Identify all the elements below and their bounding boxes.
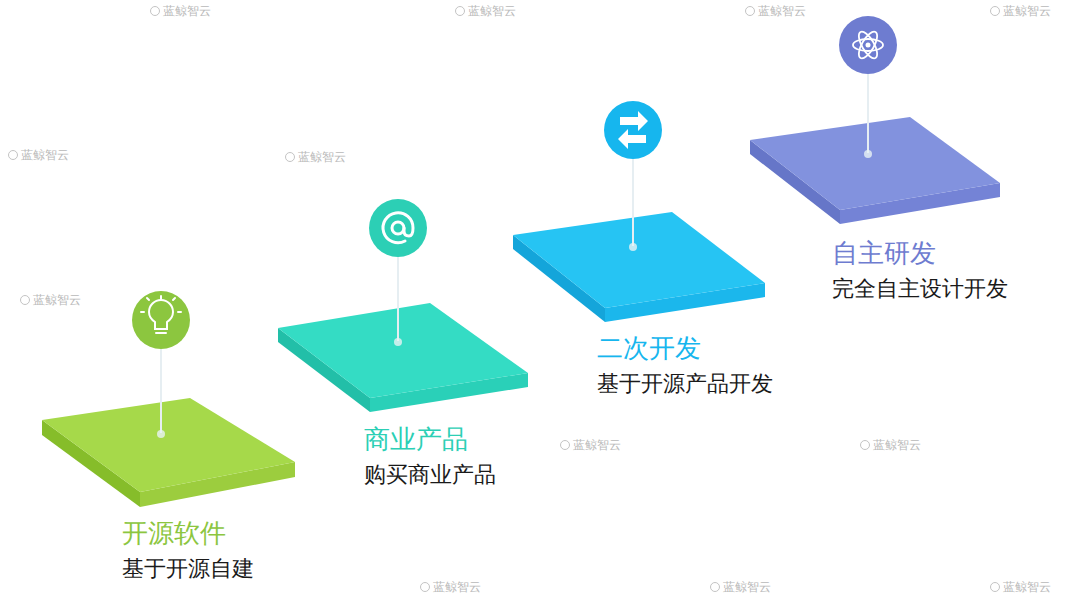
watermark-logo bbox=[745, 6, 755, 16]
watermark: 蓝鲸智云 bbox=[8, 148, 69, 162]
watermark-text: 蓝鲸智云 bbox=[33, 293, 81, 307]
platform bbox=[42, 398, 295, 507]
platform-step: 二次开发基于开源产品开发 bbox=[597, 333, 773, 399]
watermark: 蓝鲸智云 bbox=[150, 4, 211, 18]
watermark-text: 蓝鲸智云 bbox=[758, 4, 806, 18]
exchange-icon bbox=[604, 101, 662, 159]
anchor-dot bbox=[157, 150, 872, 438]
step-description: 基于开源产品开发 bbox=[597, 370, 773, 399]
watermark-logo bbox=[420, 582, 430, 592]
watermark-logo bbox=[560, 440, 570, 450]
watermark-text: 蓝鲸智云 bbox=[723, 580, 771, 594]
watermark: 蓝鲸智云 bbox=[560, 438, 621, 452]
step-title: 开源软件 bbox=[122, 518, 254, 549]
watermark: 蓝鲸智云 bbox=[990, 580, 1051, 594]
step-title: 二次开发 bbox=[597, 333, 773, 364]
watermark: 蓝鲸智云 bbox=[860, 438, 921, 452]
watermark-logo bbox=[710, 582, 720, 592]
at-icon bbox=[369, 199, 427, 257]
bulb-icon bbox=[132, 291, 190, 349]
platform bbox=[513, 212, 765, 322]
platform-step: 自主研发完全自主设计开发 bbox=[832, 238, 1008, 304]
watermark-text: 蓝鲸智云 bbox=[468, 4, 516, 18]
watermark: 蓝鲸智云 bbox=[710, 580, 771, 594]
watermark-text: 蓝鲸智云 bbox=[873, 438, 921, 452]
watermark-text: 蓝鲸智云 bbox=[21, 148, 69, 162]
platform-step: 开源软件基于开源自建 bbox=[122, 518, 254, 584]
watermark-text: 蓝鲸智云 bbox=[298, 150, 346, 164]
step-description: 完全自主设计开发 bbox=[832, 275, 1008, 304]
watermark-text: 蓝鲸智云 bbox=[433, 580, 481, 594]
watermark: 蓝鲸智云 bbox=[745, 4, 806, 18]
leader-line bbox=[161, 74, 868, 433]
watermark: 蓝鲸智云 bbox=[20, 293, 81, 307]
watermark-logo bbox=[285, 152, 295, 162]
watermark-logo bbox=[8, 150, 18, 160]
platform bbox=[750, 117, 1000, 224]
platform bbox=[278, 303, 528, 412]
watermark-logo bbox=[150, 6, 160, 16]
step-title: 自主研发 bbox=[832, 238, 1008, 269]
step-description: 基于开源自建 bbox=[122, 555, 254, 584]
watermark-logo bbox=[860, 440, 870, 450]
watermark-logo bbox=[455, 6, 465, 16]
watermark-text: 蓝鲸智云 bbox=[1003, 4, 1051, 18]
watermark-text: 蓝鲸智云 bbox=[573, 438, 621, 452]
watermark: 蓝鲸智云 bbox=[990, 4, 1051, 18]
watermark: 蓝鲸智云 bbox=[455, 4, 516, 18]
watermark-logo bbox=[990, 6, 1000, 16]
platform-step: 商业产品购买商业产品 bbox=[364, 424, 496, 490]
step-description: 购买商业产品 bbox=[364, 461, 496, 490]
atom-icon bbox=[839, 16, 897, 74]
watermark: 蓝鲸智云 bbox=[420, 580, 481, 594]
watermark-text: 蓝鲸智云 bbox=[1003, 580, 1051, 594]
step-title: 商业产品 bbox=[364, 424, 496, 455]
watermark: 蓝鲸智云 bbox=[285, 150, 346, 164]
watermark-logo bbox=[20, 295, 30, 305]
watermark-logo bbox=[990, 582, 1000, 592]
watermark-text: 蓝鲸智云 bbox=[163, 4, 211, 18]
